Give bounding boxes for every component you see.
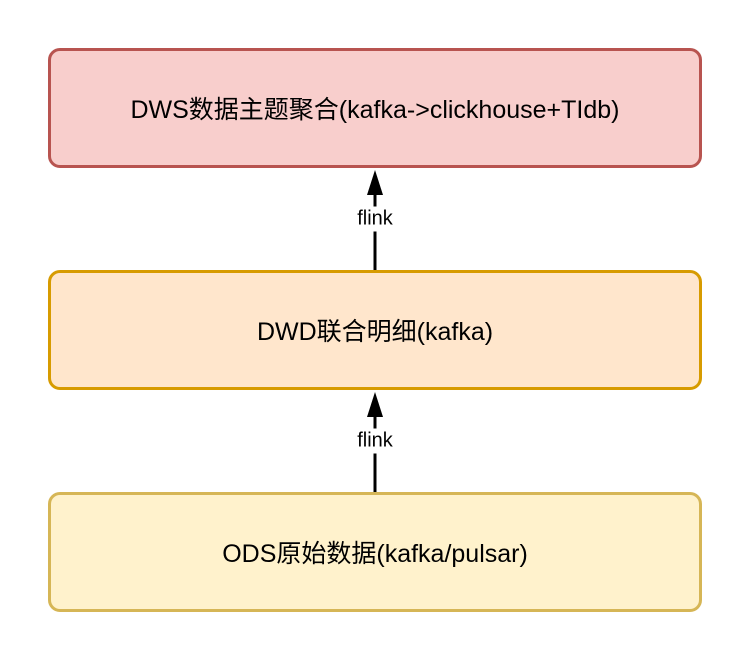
node-dwd-label: DWD联合明细(kafka) [256, 318, 494, 346]
node-ods: ODS原始数据(kafka/pulsar) [48, 492, 702, 612]
edge-label-flink-2: flink [353, 428, 397, 454]
node-dws: DWS数据主题聚合(kafka->clickhouse+TIdb) [48, 48, 702, 168]
node-dwd: DWD联合明细(kafka) [48, 270, 702, 390]
edge-label-flink-1: flink [353, 206, 397, 232]
arrow-up-icon [367, 170, 383, 195]
arrow-up-icon [367, 392, 383, 417]
node-ods-label: ODS原始数据(kafka/pulsar) [222, 540, 528, 568]
node-dws-label: DWS数据主题聚合(kafka->clickhouse+TIdb) [130, 96, 620, 124]
